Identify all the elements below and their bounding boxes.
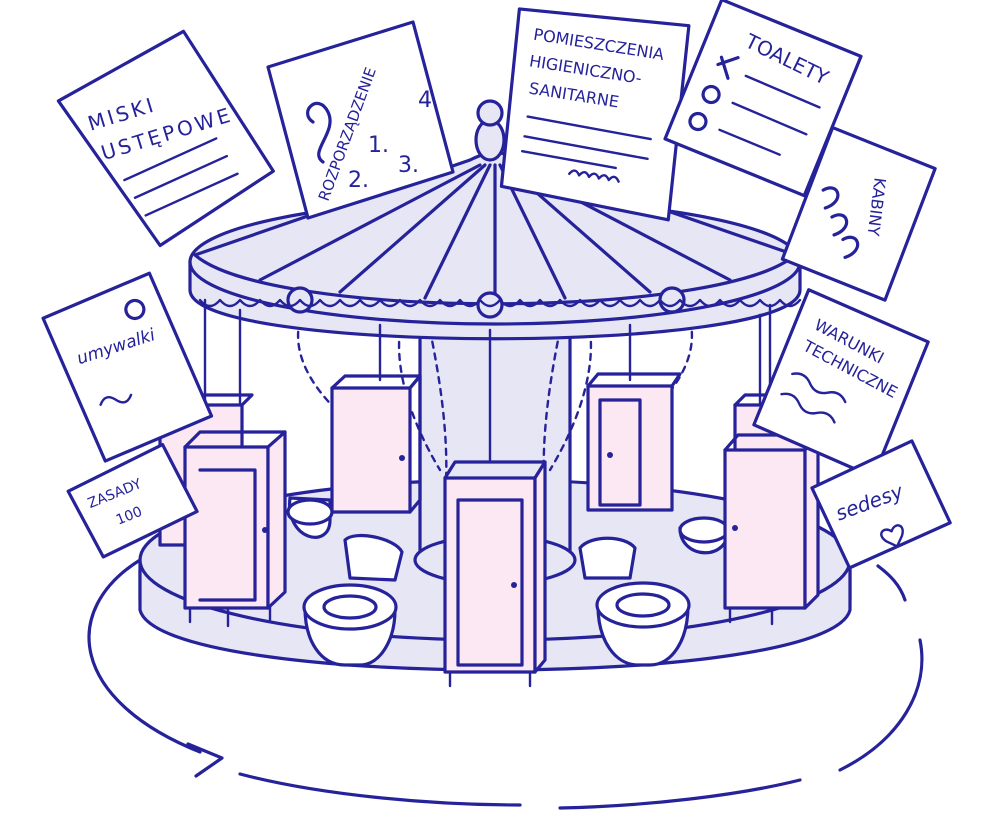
toilet-back-left bbox=[286, 496, 334, 539]
note-warunki-techniczne: WARUNKI TECHNICZNE bbox=[752, 288, 930, 479]
toilet-front-right bbox=[578, 536, 691, 667]
cabin-front-right bbox=[723, 433, 820, 626]
toilet-front-left bbox=[302, 533, 404, 667]
cabin-back-right bbox=[586, 372, 682, 512]
toilet-back-right bbox=[678, 516, 730, 555]
cabin-back-left bbox=[330, 374, 422, 514]
cabin-front-center bbox=[443, 460, 547, 688]
motion-lines bbox=[87, 558, 924, 810]
note-rozporzadzenie-num-2: 2. bbox=[348, 168, 369, 193]
note-miski-ustepowe: MISKI USTĘPOWE bbox=[56, 29, 275, 248]
carousel-roof bbox=[188, 150, 802, 341]
note-rozporzadzenie: ROZPORZĄDZENIE 4. 1. 3. 2. bbox=[266, 20, 455, 220]
note-umywalki: umywalki bbox=[41, 271, 214, 463]
note-toalety: TOALETY bbox=[663, 0, 863, 198]
roof-finial bbox=[474, 99, 506, 162]
note-zasady: ZASADY 100 bbox=[66, 442, 199, 559]
note-rozporzadzenie-num-3: 3. bbox=[398, 153, 419, 178]
note-rozporzadzenie-num-1: 1. bbox=[368, 133, 389, 158]
cabin-front-left bbox=[183, 430, 287, 628]
note-sedesy: sedesy bbox=[810, 439, 952, 570]
note-kabiny: KABINY bbox=[780, 125, 937, 302]
note-pomieszczenia: POMIESZCZENIA HIGIENICZNO- SANITARNE bbox=[499, 7, 691, 222]
note-rozporzadzenie-num-4: 4. bbox=[418, 88, 439, 113]
